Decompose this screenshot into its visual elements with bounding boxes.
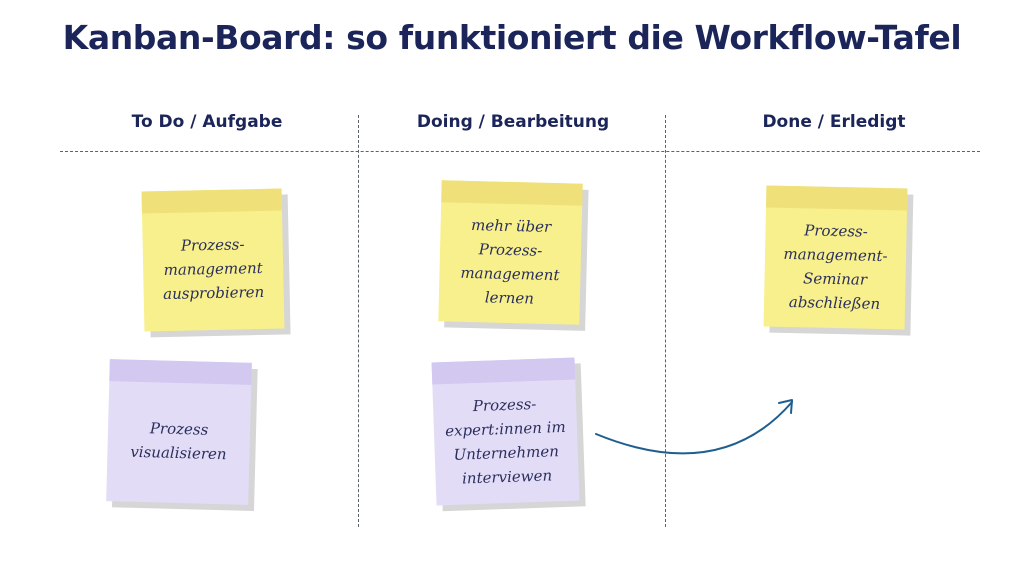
column-header-doing: Doing / Bearbeitung bbox=[416, 112, 610, 132]
column-divider-1 bbox=[358, 115, 359, 527]
column-header-todo: To Do / Aufgabe bbox=[131, 112, 283, 132]
column-header-done: Done / Erledigt bbox=[762, 112, 906, 132]
board-title: Kanban-Board: so funktioniert die Workfl… bbox=[62, 18, 962, 57]
column-divider-2 bbox=[665, 115, 666, 527]
header-divider bbox=[60, 151, 980, 152]
